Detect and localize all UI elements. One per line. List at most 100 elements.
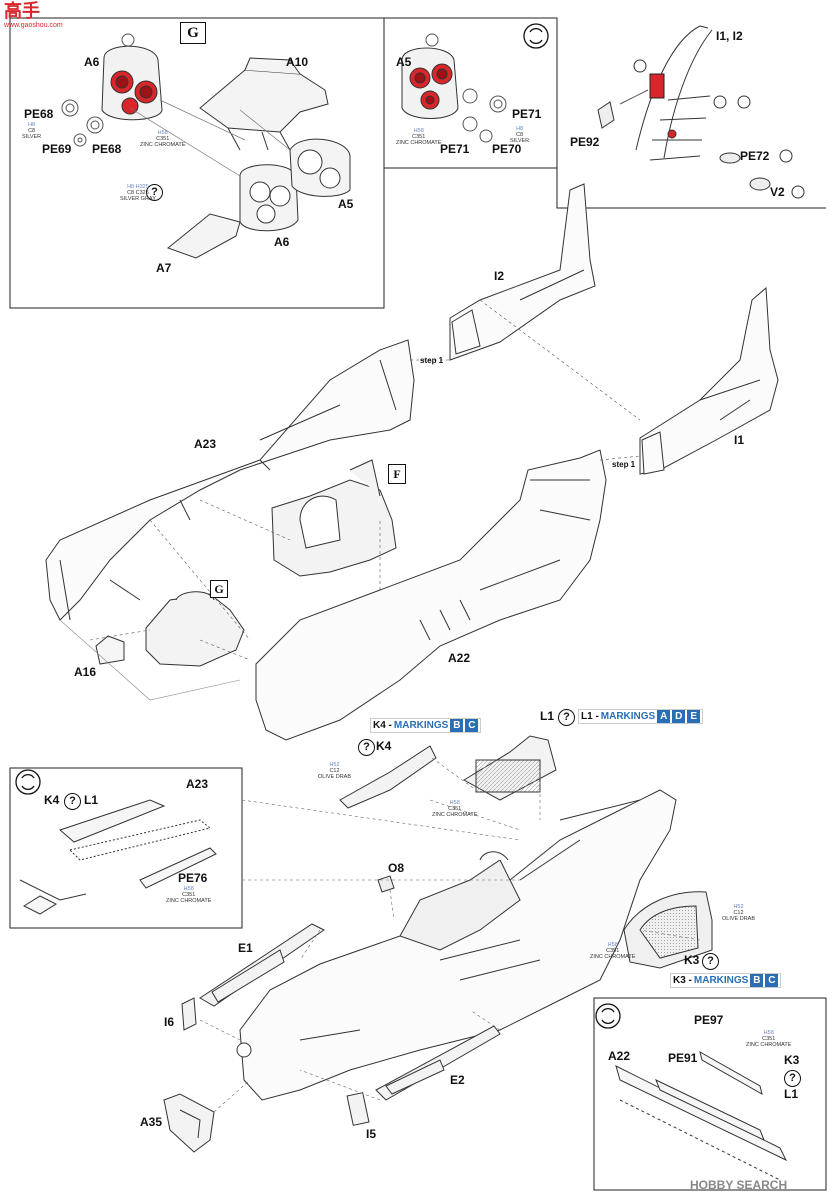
label-a35: A35 (140, 1115, 163, 1129)
subassembly-g-box: G (180, 22, 206, 44)
option-circle-k3: ? (702, 953, 719, 970)
label-pe68-b: PE68 (92, 142, 122, 156)
label-pe92: PE92 (570, 135, 600, 149)
label-i1-i2: I1, I2 (716, 29, 743, 43)
inset-frame-k3-detail (593, 997, 827, 1191)
part-pe-discs-right (425, 33, 507, 143)
part-a10-cowl (199, 57, 329, 151)
subassembly-g-ref: G (210, 580, 228, 598)
label-l1-detail: L1 (84, 793, 99, 807)
label-l1-detail2: L1 (784, 1087, 799, 1101)
label-pe69: PE69 (42, 142, 72, 156)
label-o8: O8 (388, 861, 405, 875)
option-circle-l1: ? (558, 709, 575, 726)
subassembly-f-box: F (388, 464, 406, 484)
label-pe71-a: PE71 (512, 107, 542, 121)
part-e1-strip (199, 923, 325, 1007)
option-circle-k4: ? (358, 739, 375, 756)
label-k3-top: K3 (684, 953, 700, 967)
marking-code: C (465, 719, 479, 732)
label-k4-detail: K4 (44, 793, 60, 807)
label-a6-center: A6 (274, 235, 290, 249)
option-circle-k4-detail: ? (64, 793, 81, 810)
part-pe-discs-left (61, 33, 135, 147)
marking-code: B (750, 974, 764, 987)
part-g-engine-block (145, 591, 245, 667)
label-e2: E2 (450, 1073, 465, 1087)
label-v2: V2 (770, 185, 785, 199)
label-k4-top: K4 (376, 739, 392, 753)
part-a35-intake (163, 1093, 215, 1153)
label-a10: A10 (286, 55, 309, 69)
label-pe68-a: PE68 (24, 107, 54, 121)
step-label-i2: step 1 (420, 356, 444, 365)
label-pe76: PE76 (178, 871, 208, 885)
marking-code: E (687, 710, 701, 723)
label-a7: A7 (156, 261, 172, 275)
watermark-top-brand: 高手 (4, 1, 40, 22)
marking-code: B (450, 719, 464, 732)
part-i5 (346, 1092, 370, 1126)
part-tail-fin-detail (597, 25, 805, 199)
part-a5-exhaust-right (401, 47, 459, 119)
label-a22-top: A22 (448, 651, 471, 665)
detail-k4-l1-drawing (19, 799, 217, 915)
marking-code: D (672, 710, 686, 723)
part-main-fuselage (236, 789, 677, 1101)
inset-frame-k4-l1 (9, 767, 243, 929)
label-a6-left: A6 (84, 55, 100, 69)
label-i6: I6 (164, 1015, 175, 1029)
label-a5-left: A5 (338, 197, 354, 211)
step-label-i1: step 1 (612, 460, 636, 469)
watermark-bottom-brand: HOBBY SEARCH (690, 1178, 788, 1192)
part-k4 (339, 745, 437, 809)
rotate-view-icons (15, 23, 621, 1029)
label-pe97: PE97 (694, 1013, 724, 1027)
label-pe70: PE70 (492, 142, 522, 156)
label-i5: I5 (366, 1127, 377, 1141)
part-a16 (95, 635, 125, 665)
label-a23-detail: A23 (186, 777, 209, 791)
inset-frame-engine-g (9, 17, 385, 309)
part-a22-fuselage-left (255, 449, 607, 741)
part-i1-tail-left (639, 286, 779, 475)
label-a16: A16 (74, 665, 97, 679)
watermark-bottom: HOBBY SEARCH (690, 1178, 787, 1192)
part-k3-panel (623, 891, 713, 969)
part-l1-canopy-frame (463, 735, 557, 801)
label-pe72: PE72 (740, 149, 770, 163)
marking-code: A (657, 710, 671, 723)
label-i2: I2 (494, 269, 505, 283)
label-a22-detail: A22 (608, 1049, 631, 1063)
watermark-top-url: www.gaoshou.com (4, 22, 63, 29)
detail-k3-drawing (615, 1050, 788, 1181)
watermark-top-logo: 高手 www.gaoshou.com (4, 2, 80, 30)
marking-code: C (765, 974, 779, 987)
part-a6-a5-exhaust-center (239, 138, 351, 232)
part-i2-tail-right (449, 183, 596, 361)
part-i6 (181, 997, 197, 1031)
label-e1: E1 (238, 941, 253, 955)
label-i1: I1 (734, 433, 745, 447)
label-pe71-b: PE71 (440, 142, 470, 156)
part-a23-fuselage-right (45, 339, 415, 621)
label-a23-top: A23 (194, 437, 217, 451)
part-a7-intake (166, 213, 241, 259)
option-circle-k3-detail: ? (784, 1070, 801, 1087)
